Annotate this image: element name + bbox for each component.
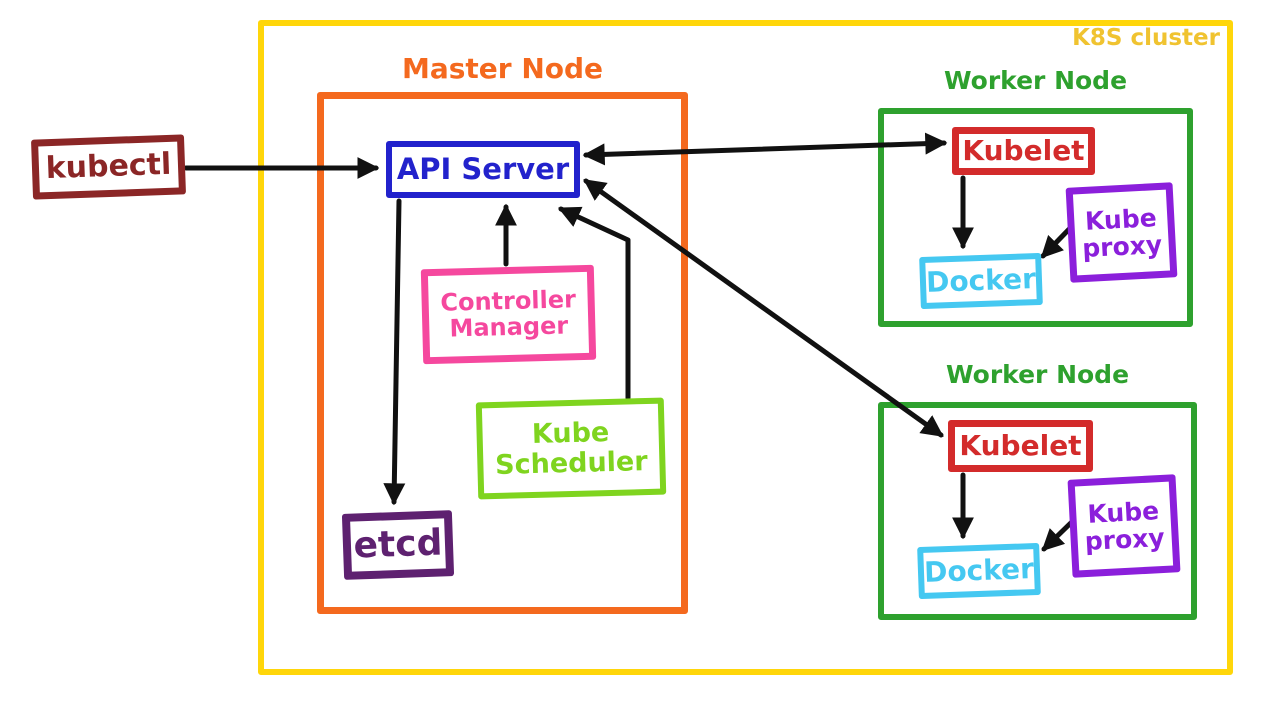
worker2-kube-proxy-node: Kube proxy (1067, 474, 1181, 578)
k8s-cluster-label: K8S cluster (1072, 25, 1220, 51)
worker2-kube-proxy-label: Kube proxy (1084, 496, 1166, 557)
k8s-cluster-box (258, 20, 1233, 675)
worker1-kubelet-label: Kubelet (962, 133, 1085, 167)
worker-node-2-label: Worker Node (945, 360, 1130, 389)
worker-node-1-label: Worker Node (943, 66, 1128, 95)
worker1-docker-label: Docker (925, 261, 1037, 299)
worker1-docker-node: Docker (919, 252, 1043, 310)
worker-node-2-box (878, 402, 1197, 620)
kube-scheduler-label: Kube Scheduler (494, 417, 648, 481)
kubectl-label: kubectl (45, 146, 172, 186)
controller-manager-node: Controller Manager (420, 264, 597, 365)
etcd-node: etcd (341, 510, 455, 580)
worker1-kubelet-node: Kubelet (952, 127, 1095, 175)
worker2-kubelet-node: Kubelet (948, 420, 1093, 472)
kube-scheduler-node: Kube Scheduler (475, 397, 667, 500)
api-server-node: API Server (386, 141, 580, 198)
worker1-kube-proxy-node: Kube proxy (1065, 182, 1178, 283)
worker2-kubelet-label: Kubelet (959, 428, 1082, 462)
worker2-docker-label: Docker (923, 551, 1035, 589)
etcd-label: etcd (352, 522, 444, 567)
kubectl-node: kubectl (30, 134, 187, 200)
controller-manager-label: Controller Manager (440, 284, 577, 343)
api-server-label: API Server (396, 151, 570, 186)
worker2-docker-node: Docker (917, 542, 1041, 600)
worker1-kube-proxy-label: Kube proxy (1081, 202, 1163, 263)
master-node-label: Master Node (401, 52, 604, 85)
